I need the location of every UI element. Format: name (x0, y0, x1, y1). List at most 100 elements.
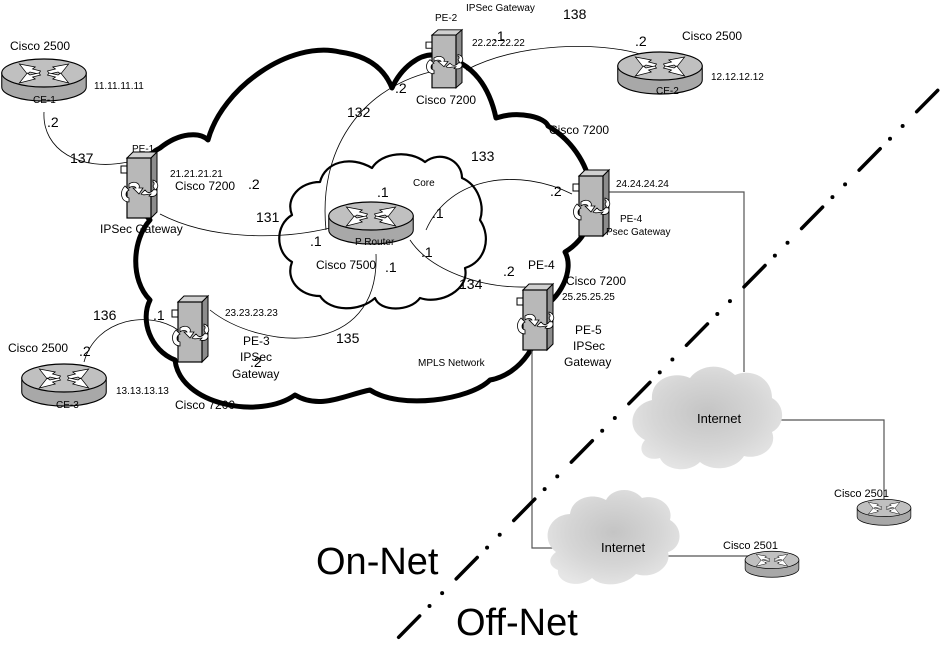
pe-1-core-addr: .2 (248, 176, 260, 192)
boundary-dot (900, 123, 905, 128)
ce-2-model: Cisco 2500 (682, 29, 742, 43)
ipsec-gateway-icon (120, 151, 159, 219)
internet-label-1: Internet (697, 411, 741, 426)
boundary-dash-segment (857, 146, 882, 172)
boundary-dash-segment (569, 438, 595, 464)
router-ce-2[interactable]: CE-2 Cisco 2500 12.12.12.12 .2 (617, 29, 765, 97)
remote-1-model: Cisco 2501 (834, 488, 889, 500)
pe-5-alt-name: PE-4 (528, 258, 555, 272)
ipsec-gateway-icon (572, 169, 611, 237)
router-remote-2[interactable]: Cisco 2501 (723, 540, 800, 578)
gateway-pe-1[interactable]: PE-1 21.21.21.21 Cisco 7200 .2 IPSec Gat… (100, 144, 260, 236)
p-router-addr-top: .1 (377, 184, 389, 200)
boundary-dot (497, 532, 502, 537)
p-router-addr-right: .1 (432, 205, 444, 221)
boundary-dash-segment (914, 88, 940, 114)
off-net-label: Off-Net (456, 602, 578, 644)
router-ce-3[interactable]: CE-3 Cisco 2500 13.13.13.13 .2 (8, 341, 169, 411)
ce-1-link-addr: .2 (47, 114, 59, 130)
pe-2-core-addr: .2 (395, 80, 407, 96)
pe-3-ip: 23.23.23.23 (225, 308, 278, 319)
link-133 (425, 179, 573, 231)
pe-4-name: PE-4 (620, 214, 643, 225)
pe-1-name: PE-1 (132, 144, 155, 155)
boundary-dash-segment (511, 497, 537, 523)
boundary-dot (715, 311, 720, 316)
wan-link-pe4-internet (606, 191, 745, 372)
boundary-dash-segment (799, 205, 825, 231)
router-remote-1[interactable]: Cisco 2501 (834, 488, 912, 526)
ce-3-link-addr: .2 (79, 343, 91, 359)
boundary-dot (440, 591, 445, 596)
pe-3-name: PE-3 (243, 334, 270, 348)
ce-2-name: CE-2 (656, 86, 679, 97)
link-label-131: 131 (256, 209, 280, 225)
ce-2-ip: 12.12.12.12 (711, 72, 764, 83)
link-label-136: 136 (93, 307, 117, 323)
gateway-pe-5[interactable]: PE-4 .2 Cisco 7200 25.25.25.25 PE-5 IPSe… (503, 258, 626, 369)
router-ce-1[interactable]: CE-1 Cisco 2500 11.11.11.11 .2 (1, 39, 145, 130)
ipsec-gateway-icon (516, 283, 555, 351)
boundary-dot (657, 370, 662, 375)
pe-2-ce-addr: .1 (493, 28, 505, 44)
wan-link-internet1-remote1 (780, 419, 885, 500)
boundary-dot (542, 487, 547, 492)
boundary-dot (843, 182, 848, 187)
pe-1-model: Cisco 7200 (175, 179, 235, 193)
boundary-dot (427, 603, 432, 608)
pe-5-ip: 25.25.25.25 (562, 292, 615, 303)
pe-5-model: Cisco 7200 (566, 274, 626, 288)
pe-2-ip: 22.22.22.22 (472, 38, 525, 49)
link-label-137: 137 (70, 150, 94, 166)
pe-3-model: Cisco 7200 (175, 398, 235, 412)
link-label-132: 132 (347, 104, 371, 120)
p-router-addr-lowright: .1 (421, 244, 433, 260)
mpls-label: MPLS Network (418, 358, 486, 369)
remote-2-model: Cisco 2501 (723, 540, 778, 552)
boundary-dot (670, 357, 675, 362)
boundary-dot (772, 253, 777, 258)
gateway-pe-2[interactable]: PE-2 IPSec Gateway 22.22.22.22 .1 .2 Cis… (395, 3, 535, 107)
boundary-dot (600, 428, 605, 433)
link-132 (324, 71, 431, 231)
internet-label-2: Internet (601, 540, 645, 555)
pe-1-role: IPSec Gateway (100, 222, 183, 236)
ce-2-link-addr: .2 (635, 33, 647, 49)
ce-3-ip: 13.13.13.13 (116, 386, 169, 397)
router-icon (856, 498, 912, 526)
ipsec-gateway-icon (425, 29, 464, 89)
boundary-dash-segment (454, 555, 479, 581)
boundary-dash-segment (742, 263, 767, 289)
boundary-dash-segment (684, 322, 710, 348)
router-p-router[interactable]: P Router Cisco 7500 .1 .1 .1 .1 .1 (310, 184, 444, 275)
boundary-dot (888, 136, 893, 141)
boundary-dot (830, 195, 835, 200)
pe-2-model: Cisco 7200 (416, 93, 476, 107)
gateway-pe-3[interactable]: .1 23.23.23.23 PE-3 IPSec .2 Gateway Cis… (153, 295, 279, 412)
ce-1-name: CE-1 (33, 95, 56, 106)
pe-3-core-addr: .2 (250, 354, 262, 370)
p-router-name: P Router (355, 237, 395, 248)
internet-cloud-1: Internet (632, 366, 783, 470)
boundary-dot (555, 474, 560, 479)
link-label-133: 133 (471, 148, 495, 164)
ce-1-model: Cisco 2500 (10, 39, 70, 53)
on-off-net-boundary (396, 88, 940, 640)
pe-3-ce-addr: .1 (153, 307, 165, 323)
pe-3-role-1: IPSec (240, 350, 272, 364)
p-router-addr-left: .1 (310, 233, 322, 249)
mpls-cloud (133, 47, 595, 410)
pe-1-ip: 21.21.21.21 (170, 169, 223, 180)
link-134 (409, 239, 527, 288)
core-label: Core (413, 178, 435, 189)
link-136 (83, 319, 179, 363)
ipsec-gateway-icon (171, 295, 210, 363)
pe-2-name: PE-2 (435, 13, 458, 24)
gateway-pe-4[interactable]: Cisco 7200 24.24.24.24 .2 PE-4 Psec Gate… (549, 123, 670, 238)
link-137 (43, 111, 129, 165)
boundary-dash-segment (396, 614, 422, 640)
ce-3-name: CE-3 (56, 400, 79, 411)
boundary-dot (727, 299, 732, 304)
on-net-label: On-Net (316, 541, 439, 583)
